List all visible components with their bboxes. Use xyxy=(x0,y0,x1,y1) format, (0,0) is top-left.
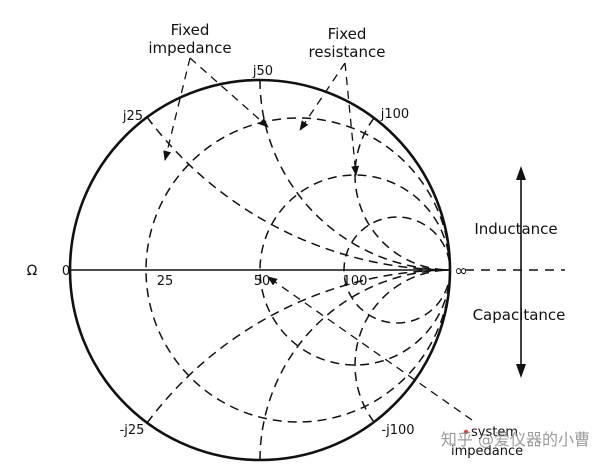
resistance-label-100: 100 xyxy=(343,274,368,289)
system-impedance-label-line2: impedance xyxy=(451,444,523,459)
fixed-resistance-label-line1: Fixed xyxy=(328,25,367,43)
resistance-label-50: 50 xyxy=(254,274,271,289)
reactance-arc-j25 xyxy=(146,116,451,271)
reactance-arc-neg-j50 xyxy=(259,269,451,461)
reactance-arc-j50 xyxy=(259,79,451,271)
fixed-impedance-label-line1: Fixed xyxy=(171,21,210,39)
reactance-label-neg-j25: -j25 xyxy=(120,423,145,438)
fixed-impedance-label-line2: impedance xyxy=(148,39,231,57)
capacitance-label: Capacitance xyxy=(473,306,566,324)
system-dot xyxy=(463,429,469,435)
reactance-arc-neg-j100 xyxy=(354,269,451,423)
reactance-arc-j100 xyxy=(354,117,451,271)
reactance-label-j25: j25 xyxy=(122,109,143,124)
reactance-arrow-down-head xyxy=(516,364,526,378)
reactance-arc-neg-j25 xyxy=(146,269,451,424)
system-impedance-label-line1: system xyxy=(471,425,518,440)
reactance-arcs xyxy=(146,79,451,461)
axis-unit-ohm: Ω xyxy=(27,263,38,279)
fixed-impedance-leader-left xyxy=(163,57,191,161)
reactance-direction-arrow xyxy=(516,166,526,378)
callout-leaders xyxy=(163,57,473,421)
resistance-label-infinity: ∞ xyxy=(454,261,467,280)
fixed-impedance-leader-right xyxy=(189,57,269,128)
resistance-label-25: 25 xyxy=(157,274,174,289)
inductance-label: Inductance xyxy=(474,220,557,238)
fixed-resistance-leader-right xyxy=(344,62,360,176)
reactance-label-j50: j50 xyxy=(252,64,273,79)
reactance-label-j100: j100 xyxy=(380,107,409,122)
reactance-arrow-up-head xyxy=(516,166,526,180)
fixed-resistance-label-line2: resistance xyxy=(309,43,386,61)
watermark-text: 知乎 @爱仪器的小曹 xyxy=(441,430,590,449)
reactance-label-neg-j100: -j100 xyxy=(381,423,414,438)
resistance-label-0: 0 xyxy=(62,264,70,279)
